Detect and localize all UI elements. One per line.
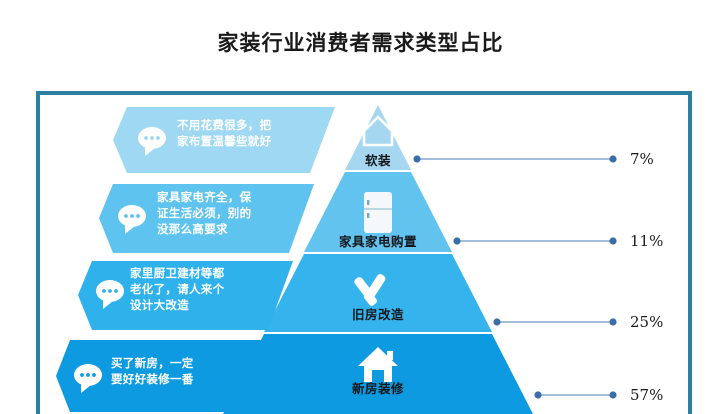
tier-label-2: 家具家电购置 [338, 234, 418, 249]
tier-label-3: 旧房改造 [351, 307, 405, 322]
percent-label-1: 7% [630, 150, 654, 168]
connector-3 [493, 318, 617, 326]
callout-4-line-2: 要好好装修一番 [111, 371, 194, 386]
chat-bubble-icon-4 [74, 364, 102, 393]
tier-label-1: 软装 [364, 153, 392, 168]
callout-bubble-3 [78, 261, 293, 330]
percent-label-4: 57% [630, 386, 664, 404]
percent-label-2: 11% [630, 232, 664, 250]
connector-4 [534, 391, 617, 399]
callout-3-line-1: 家里厨卫建材等都 [130, 266, 225, 280]
callout-bubble-2 [99, 184, 314, 253]
percent-label-3: 25% [630, 313, 664, 331]
callout-2-line-2: 证生活必须，别的 [157, 205, 252, 220]
tier-label-4: 新房装修 [351, 381, 405, 396]
refrigerator-icon [364, 192, 392, 233]
callout-text-1: 不用花费很多，把 家布置温馨些就好 [177, 118, 317, 150]
tools-icon [354, 274, 386, 306]
connector-2 [453, 237, 617, 245]
diagonal-separator [174, 95, 338, 414]
callout-4-line-1: 买了新房，一定 [111, 356, 194, 370]
callout-3-line-2: 老化了，请人来个 [130, 281, 225, 296]
callout-2-line-3: 没那么高要求 [157, 221, 228, 236]
pyramid-tier-1 [345, 105, 411, 170]
callout-bubble-1 [113, 107, 335, 173]
callout-text-3: 家里厨卫建材等都 老化了，请人来个 设计大改造 [130, 266, 270, 314]
chat-bubble-icon-2 [118, 205, 146, 234]
callout-2-line-1: 家具家电齐全，保 [157, 190, 252, 204]
connector-1 [413, 155, 617, 163]
chat-bubble-icon-3 [96, 280, 124, 309]
chat-bubble-icon-1 [138, 127, 166, 156]
callout-text-4: 买了新房，一定 要好好装修一番 [111, 356, 251, 388]
callout-3-line-3: 设计大改造 [130, 297, 189, 312]
chart-frame [36, 91, 692, 414]
callout-1-line-2: 家布置温馨些就好 [177, 133, 272, 148]
pyramid-tier-3 [264, 254, 492, 332]
lamp-icon [362, 115, 394, 147]
chart-title: 家装行业消费者需求类型占比 [217, 30, 504, 55]
callout-bubble-4 [56, 340, 272, 412]
callout-text-2: 家具家电齐全，保 证生活必须，别的 没那么高要求 [157, 190, 297, 238]
house-icon [358, 347, 398, 382]
callout-1-line-1: 不用花费很多，把 [177, 118, 272, 132]
